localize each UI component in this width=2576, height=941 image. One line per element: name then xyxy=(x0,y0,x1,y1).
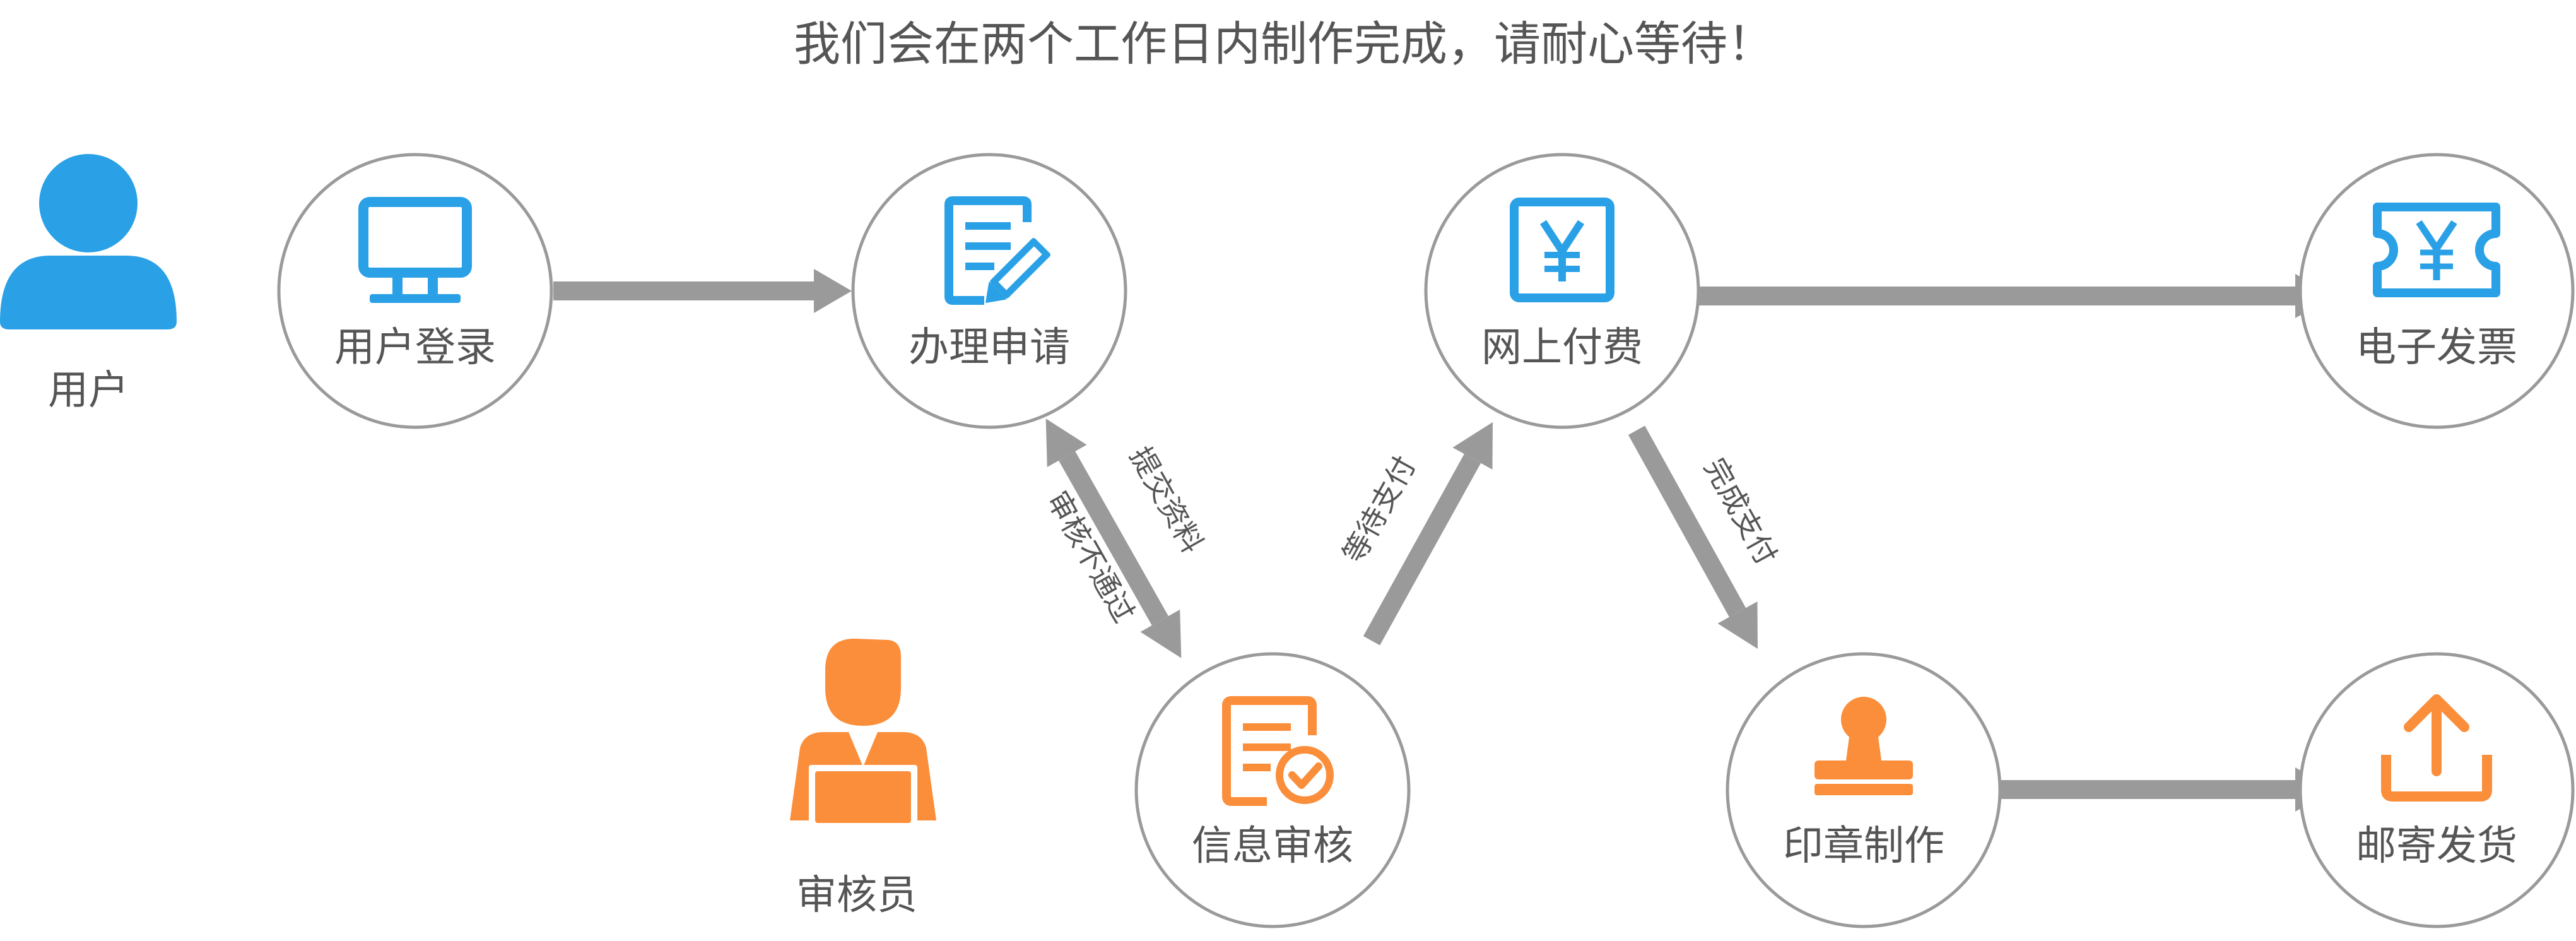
edge-label-submit: 提交资料 xyxy=(1123,441,1210,559)
yen-icon xyxy=(1510,198,1614,302)
arrow-login-to-apply xyxy=(553,269,852,313)
document-check-icon xyxy=(1222,696,1334,806)
actor-user: 用户 xyxy=(0,154,177,414)
node-mail-label: 邮寄发货 xyxy=(2356,823,2517,870)
node-stamp: 印章制作 xyxy=(1726,652,2002,928)
reviewer-icon xyxy=(790,638,936,828)
yen-ticket-icon xyxy=(2373,203,2500,297)
node-login-label: 用户登录 xyxy=(334,324,496,371)
arrow-payment-to-invoice xyxy=(1699,274,2334,318)
stamp-icon xyxy=(1814,697,1913,795)
arrow-payment-to-stamp xyxy=(1628,425,1758,649)
actor-reviewer: 审核员 xyxy=(790,638,936,919)
node-payment-label: 网上付费 xyxy=(1481,324,1643,371)
actor-user-label: 用户 xyxy=(48,367,129,414)
node-review-label: 信息审核 xyxy=(1192,823,1353,870)
actor-reviewer-label: 审核员 xyxy=(796,872,917,919)
node-stamp-label: 印章制作 xyxy=(1783,823,1944,870)
form-edit-icon xyxy=(944,196,1050,305)
node-apply-label: 办理申请 xyxy=(909,324,1070,371)
node-invoice: 电子发票 xyxy=(2298,153,2575,429)
upload-box-icon xyxy=(2381,694,2492,802)
arrow-apply-review-bidirectional xyxy=(1045,418,1182,658)
node-apply: 办理申请 xyxy=(851,153,1127,429)
user-icon xyxy=(0,154,177,329)
arrow-stamp-to-mail xyxy=(2000,767,2334,812)
node-review: 信息审核 xyxy=(1134,652,1411,928)
node-login: 用户登录 xyxy=(277,153,553,429)
node-payment: 网上付费 xyxy=(1424,153,1700,429)
arrow-review-to-payment xyxy=(1363,422,1493,646)
monitor-icon xyxy=(358,197,472,303)
diagram-title: 我们会在两个工作日内制作完成，请耐心等待！ xyxy=(794,17,1774,71)
node-invoice-label: 电子发票 xyxy=(2356,324,2517,371)
edge-label-await-pay: 等待支付 xyxy=(1336,451,1422,569)
node-mail: 邮寄发货 xyxy=(2298,652,2575,928)
